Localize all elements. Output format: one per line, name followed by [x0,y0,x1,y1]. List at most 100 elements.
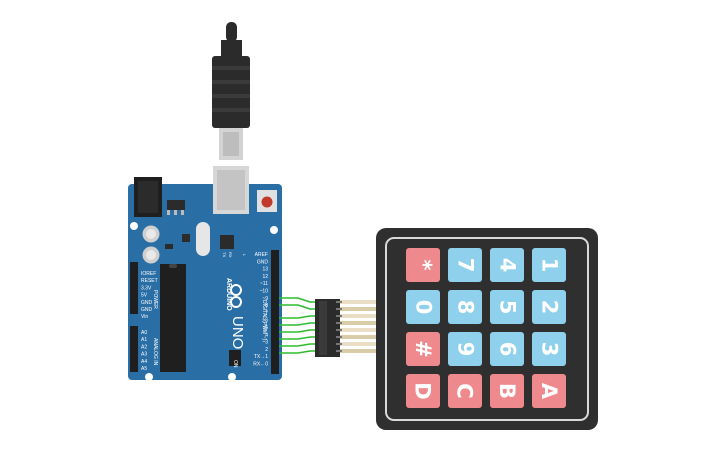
ribbon-strip-1 [340,307,378,311]
rx-label: RX [228,252,233,258]
keypad-key-B[interactable]: B [490,374,524,408]
keypad-key-3[interactable]: 3 [532,332,566,366]
wire-0[interactable] [279,297,318,303]
keypad-key-8[interactable]: 8 [448,290,482,324]
keypad-key-#[interactable]: # [406,332,440,366]
connector-pin-5 [336,336,342,338]
digital-pin-label-8: 7 [265,310,268,316]
keypad-key-7[interactable]: 7 [448,248,482,282]
keypad-frame [385,237,589,421]
keypad-key-label: 0 [411,299,435,315]
ribbon-strip-5 [340,335,378,339]
atmega-chip [160,264,186,372]
ribbon-strip-2 [340,314,378,318]
digital-pin-label-14: TX→1 [254,354,268,360]
analog-label: ANALOG IN [152,338,158,366]
keypad-key-6[interactable]: 6 [490,332,524,366]
keypad-ribbon-cable [336,300,378,353]
keypad-key-label: D [411,382,435,400]
digital-pin-label-2: 13 [262,267,268,273]
l-label: L [242,254,247,257]
power-header [130,262,138,314]
keypad-key-2[interactable]: 2 [532,290,566,324]
keypad-key-label: 5 [495,299,519,315]
keypad-key-label: 6 [495,341,519,357]
power-pin-label-0: IOREF [141,271,156,277]
digital-pin-label-9: ~6 [262,318,268,324]
digital-pin-label-3: 12 [262,274,268,280]
ribbon-strip-0 [340,300,378,304]
analog-pin-label-5: A5 [141,366,147,372]
analog-pin-label-0: A0 [141,330,147,336]
ribbon-strip-6 [340,342,378,346]
wire-2[interactable] [279,315,318,319]
connector-pin-3 [336,322,342,324]
connector-pin-2 [336,315,342,317]
keypad-key-label: # [410,340,435,358]
connector-pin-7 [336,350,342,352]
connector-pin-0 [336,301,342,303]
connector-pin-6 [336,343,342,345]
wire-1[interactable] [279,304,318,310]
analog-header [130,326,138,372]
usb-cable[interactable] [212,22,250,160]
analog-pin-label-3: A3 [141,352,147,358]
wire-4[interactable] [279,329,318,333]
ribbon-strip-3 [340,321,378,325]
ribbon-strip-4 [340,328,378,332]
digital-pin-label-15: RX←0 [253,362,268,368]
keypad-key-label: 2 [537,299,561,315]
board-brand: ARDUINO [225,278,232,311]
analog-pin-label-1: A1 [141,337,147,343]
on-label: ON [232,360,238,368]
keypad-key-label: 7 [453,257,477,273]
power-pin-label-2: 3.3V [141,285,152,291]
keypad-key-label: 9 [453,341,477,357]
keypad-wires[interactable] [279,297,318,354]
keypad-key-label: 1 [537,257,561,273]
keypad-key-label: 8 [453,299,477,315]
arduino-uno-board[interactable]: ARDUINO UNO DIGITAL (PWM ~) POWER ANALOG… [128,166,282,381]
digital-pin-label-1: GND [257,259,269,265]
keypad-key-label: B [494,382,519,400]
keypad-key-D[interactable]: D [406,374,440,408]
analog-pin-label-2: A2 [141,344,147,350]
arduino-logo-icon [230,284,242,308]
wire-3[interactable] [279,322,318,326]
keypad-key-5[interactable]: 5 [490,290,524,324]
keypad-key-A[interactable]: A [532,374,566,408]
keypad-key-4[interactable]: 4 [490,248,524,282]
digital-pin-label-0: AREF [255,252,268,258]
power-pin-label-5: GND [141,307,153,313]
power-pin-label-6: Vin [141,314,148,320]
wire-7[interactable] [279,350,318,354]
digital-header [271,250,279,374]
connector-pin-4 [336,329,342,331]
keypad-key-0[interactable]: 0 [406,290,440,324]
keypad-key-C[interactable]: C [448,374,482,408]
keypad-key-label: A [536,382,561,400]
power-label: POWER [152,290,158,309]
keypad-key-9[interactable]: 9 [448,332,482,366]
power-pin-label-4: GND [141,300,153,306]
digital-pin-label-4: ~11 [260,281,268,287]
analog-pin-label-4: A4 [141,359,147,365]
connector-pin-1 [336,308,342,310]
power-pin-label-1: RESET [141,278,158,284]
keypad-key-*[interactable]: * [406,248,440,282]
keypad-key-1[interactable]: 1 [532,248,566,282]
keypad-connector[interactable] [315,299,340,357]
wire-6[interactable] [279,343,318,347]
digital-pin-label-12: ~3 [262,340,268,346]
keypad-key-label: C [452,383,477,399]
wire-5[interactable] [279,336,318,340]
keypad-key-label: * [410,259,435,271]
digital-pin-label-6: ~9 [262,296,268,302]
power-pin-label-3: 5V [141,293,148,299]
keypad-key-label: 3 [537,341,561,357]
